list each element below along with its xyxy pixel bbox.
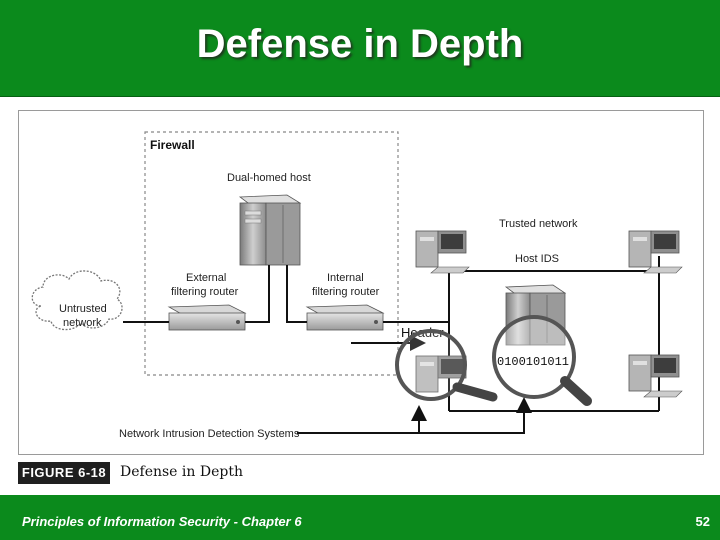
firewall-label: Firewall — [150, 138, 195, 152]
external-router-label-line1: External — [186, 272, 226, 284]
payload-bits-label: 0100101011 — [497, 355, 569, 369]
untrusted-network-cloud-icon — [31, 270, 123, 331]
host-ids-label: Host IDS — [515, 253, 559, 265]
figure-number-tag: FIGURE 6-18 — [18, 462, 110, 484]
workstation-top-left-icon — [415, 230, 470, 274]
external-filtering-router-icon — [167, 304, 247, 331]
internal-filtering-router-icon — [305, 304, 385, 331]
footer-bar: Principles of Information Security - Cha… — [0, 495, 720, 540]
nids-connector-right — [419, 397, 532, 434]
host-ids-magnifier-icon — [492, 315, 592, 406]
internal-router-label-line2: filtering router — [312, 286, 380, 298]
external-router-label-line2: filtering router — [171, 286, 239, 298]
figure-caption: Defense in Depth — [120, 464, 243, 480]
page-number: 52 — [695, 514, 710, 529]
slide-title: Defense in Depth — [196, 22, 524, 66]
firewall-boundary — [144, 131, 399, 376]
nids-label: Network Intrusion Detection Systems — [119, 428, 300, 440]
footer-text: Principles of Information Security - Cha… — [22, 514, 302, 529]
untrusted-network-label-line1: Untrusted — [59, 303, 107, 315]
workstation-bottom-right-icon — [628, 354, 683, 398]
dual-homed-host-server-icon — [238, 194, 302, 266]
nids-connector — [297, 405, 427, 434]
workstation-top-right-icon — [628, 230, 683, 274]
title-bar: Defense in Depth — [0, 0, 720, 97]
trusted-network-label: Trusted network — [499, 218, 578, 230]
network-connections — [123, 256, 660, 412]
defense-in-depth-diagram: Firewall Untrusted network Dual-homed ho… — [31, 131, 683, 440]
dual-homed-host-label: Dual-homed host — [227, 172, 311, 184]
nids-magnifier-icon — [395, 329, 498, 402]
untrusted-network-label-line2: network — [63, 317, 102, 329]
internal-router-label-line1: Internal — [327, 272, 364, 284]
workstation-bottom-left-icon — [415, 355, 467, 393]
